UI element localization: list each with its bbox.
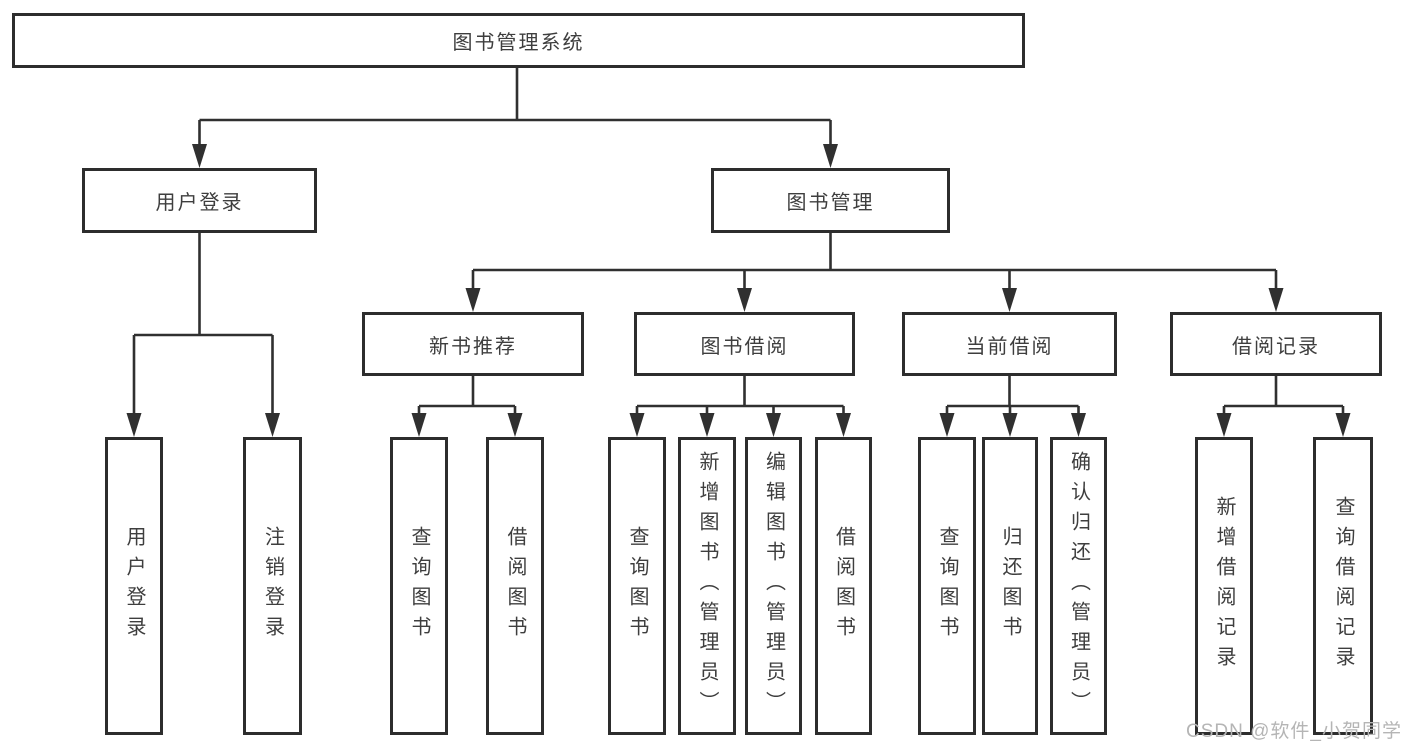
leaf-newbooks-borrow-books-label: 借阅图书 [504,526,526,646]
arrowhead-new-books [465,288,481,312]
leaf-records-query-record: 查询借阅记录 [1313,437,1373,735]
node-borrow-records-label: 借阅记录 [1232,335,1320,358]
leaf-records-query-record-label: 查询借阅记录 [1332,496,1354,676]
leaf-newbooks-borrow-books: 借阅图书 [486,437,544,735]
leaf-current-return-books: 归还图书 [982,437,1038,735]
leaf-records-add-record-label: 新增借阅记录 [1213,496,1235,676]
arrowhead-records-add [1216,413,1232,437]
arrowhead-borrow-add [699,413,715,437]
connector-borrow-records-to-leaves [1222,376,1345,414]
node-new-book-recommend: 新书推荐 [362,312,584,376]
connector-current-borrow-to-leaves [945,376,1080,414]
connector-book-mgmt-to-level3 [471,233,1278,289]
arrowhead-records-query [1335,413,1351,437]
arrowhead-leaf-logout [265,413,280,437]
connector-new-books-to-leaves [417,376,517,414]
arrowhead-current-borrow [1002,288,1017,312]
leaf-current-query-books: 查询图书 [918,437,976,735]
leaf-logout: 注销登录 [243,437,302,735]
leaf-borrow-edit-books-admin-label: 编辑图书（管理员） [762,451,785,721]
node-book-borrowing: 图书借阅 [634,312,855,376]
arrowhead-newbooks-borrow [507,413,523,437]
leaf-borrow-query-books-label: 查询图书 [626,526,648,646]
leaf-newbooks-query-books-label: 查询图书 [408,526,430,646]
node-book-borrowing-label: 图书借阅 [700,335,789,358]
leaf-user-login-label: 用户登录 [123,526,145,646]
arrowhead-book-borrow [737,288,752,312]
leaf-user-login: 用户登录 [105,437,163,735]
leaf-logout-label: 注销登录 [261,526,284,646]
leaf-records-add-record: 新增借阅记录 [1195,437,1253,735]
leaf-newbooks-query-books: 查询图书 [390,437,448,735]
leaf-borrow-add-books-admin: 新增图书（管理员） [678,437,736,735]
arrowhead-current-query [939,413,955,437]
node-user-login: 用户登录 [82,168,317,233]
node-book-management-label: 图书管理 [786,192,875,214]
connector-root-to-level2 [198,68,832,145]
node-current-borrowing: 当前借阅 [902,312,1117,376]
node-new-book-recommend-label: 新书推荐 [429,335,517,358]
node-user-login-label: 用户登录 [155,192,244,214]
connector-user-login-to-leaves [132,233,274,414]
leaf-current-return-books-label: 归还图书 [999,526,1021,646]
arrowhead-borrow-records [1268,288,1284,312]
leaf-current-confirm-return-admin-label: 确认归还（管理员） [1067,451,1090,721]
leaf-current-query-books-label: 查询图书 [936,526,958,646]
leaf-borrow-borrow-books: 借阅图书 [815,437,872,735]
arrowhead-borrow-edit [766,413,781,437]
leaf-borrow-edit-books-admin: 编辑图书（管理员） [745,437,802,735]
leaf-borrow-add-books-admin-label: 新增图书（管理员） [696,451,718,721]
watermark: CSDN @软件_小贺同学 [1186,721,1402,742]
arrowhead-newbooks-query [411,413,427,437]
arrowhead-current-confirm [1071,413,1086,437]
node-root-label: 图书管理系统 [452,32,585,54]
leaf-borrow-query-books: 查询图书 [608,437,666,735]
arrowhead-leaf-login [126,413,142,437]
arrowhead-book-mgmt [823,144,838,168]
arrowhead-borrow-borrow [836,413,851,437]
arrowhead-borrow-query [629,413,645,437]
connector-book-borrow-to-leaves [635,376,845,414]
arrowhead-user-login [192,144,207,168]
arrowhead-current-return [1002,413,1018,437]
node-borrow-records: 借阅记录 [1170,312,1382,376]
leaf-borrow-borrow-books-label: 借阅图书 [832,526,855,646]
node-current-borrowing-label: 当前借阅 [965,335,1054,358]
leaf-current-confirm-return-admin: 确认归还（管理员） [1050,437,1107,735]
node-book-management: 图书管理 [711,168,950,233]
node-root: 图书管理系统 [12,13,1025,68]
